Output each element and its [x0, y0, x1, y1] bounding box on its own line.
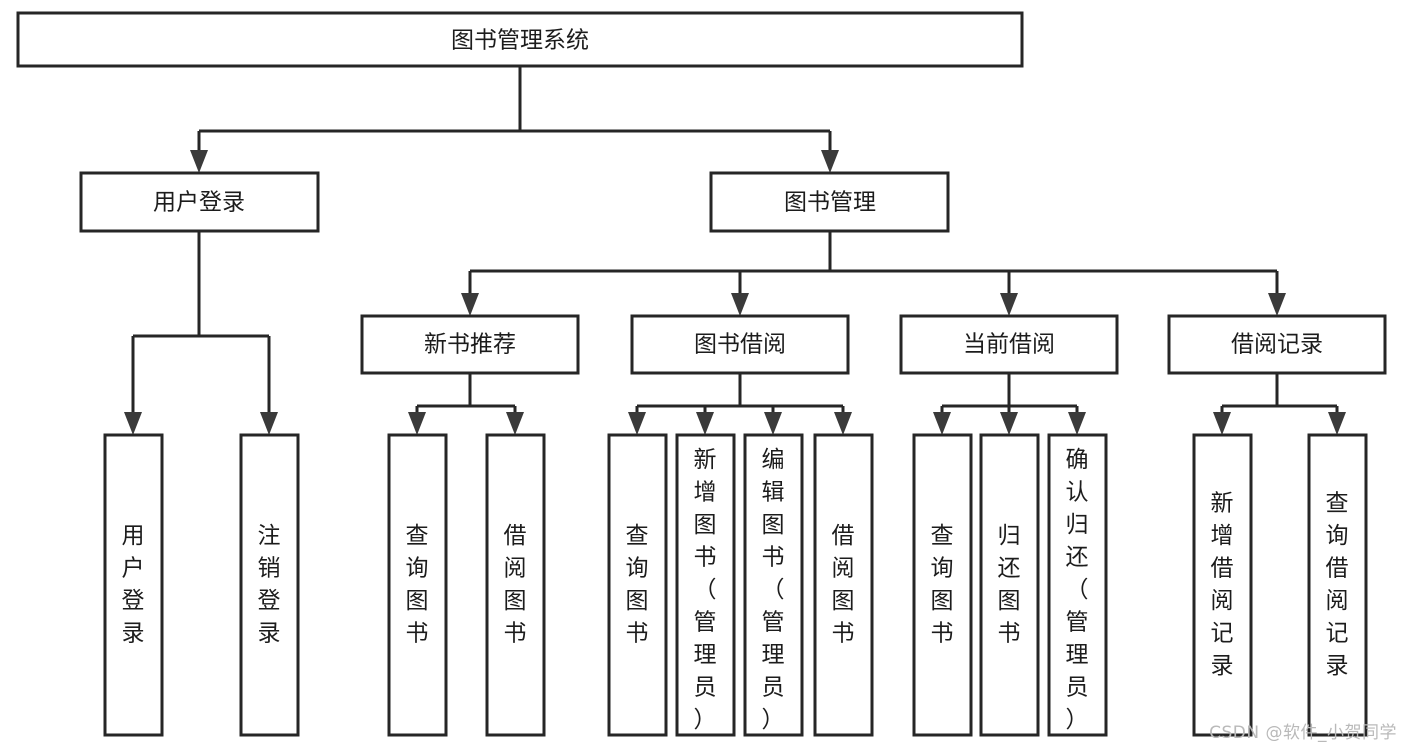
node-current-borrow-label: 当前借阅	[963, 332, 1055, 358]
node-root[interactable]: 图书管理系统	[16, 11, 1024, 68]
arrow-head-icon	[834, 412, 852, 435]
leaf-nodes: 用户登录 注销登录 查询图书 借阅图书 查询图书 新增图书（管理员）	[103, 433, 1368, 737]
node-leaf-return-book-box[interactable]	[979, 433, 1040, 737]
arrow-head-icon	[628, 412, 646, 435]
node-user-login-label: 用户登录	[153, 190, 245, 216]
node-leaf-borrow-book-1-label: 借阅图书	[504, 523, 527, 647]
node-leaf-borrow-book-2-label: 借阅图书	[832, 523, 855, 647]
node-borrow-record-label: 借阅记录	[1231, 332, 1323, 358]
node-leaf-query-book-1-box[interactable]	[387, 433, 448, 737]
node-root-box[interactable]	[16, 11, 1024, 68]
node-leaf-return-book[interactable]: 归还图书	[979, 433, 1040, 737]
node-leaf-edit-book-label: 编辑图书（管理员）	[762, 447, 785, 733]
node-book-manage-label: 图书管理	[784, 190, 876, 216]
node-new-book-recommend[interactable]: 新书推荐	[360, 314, 580, 375]
node-leaf-query-record[interactable]: 查询借阅记录	[1307, 433, 1368, 737]
node-leaf-user-login-label: 用户登录	[122, 523, 145, 647]
node-new-book-recommend-box[interactable]	[360, 314, 580, 375]
node-leaf-add-record-box[interactable]	[1192, 433, 1253, 737]
node-leaf-edit-book[interactable]: 编辑图书（管理员）	[743, 433, 804, 737]
csdn-watermark: CSDN @软件_小贺同学	[1209, 723, 1397, 743]
node-borrow-record-box[interactable]	[1167, 314, 1387, 375]
arrow-head-icon	[1213, 412, 1231, 435]
node-leaf-query-book-3-box[interactable]	[912, 433, 973, 737]
node-leaf-borrow-book-1-box[interactable]	[485, 433, 546, 737]
node-leaf-add-book-label: 新增图书（管理员）	[694, 447, 717, 733]
arrow-head-icon	[1068, 412, 1086, 435]
node-leaf-confirm-return[interactable]: 确认归还（管理员）	[1047, 433, 1108, 737]
arrow-head-icon	[124, 412, 142, 435]
arrow-head-icon	[731, 293, 749, 316]
arrow-head-icon	[696, 412, 714, 435]
node-book-manage[interactable]: 图书管理	[709, 171, 950, 233]
arrow-head-icon	[461, 293, 479, 316]
node-leaf-query-book-2[interactable]: 查询图书	[607, 433, 668, 737]
arrow-head-icon	[1268, 293, 1286, 316]
node-book-manage-box[interactable]	[709, 171, 950, 233]
node-leaf-confirm-return-box[interactable]	[1047, 433, 1108, 737]
arrow-head-icon	[260, 412, 278, 435]
node-leaf-logout-login-box[interactable]	[239, 433, 300, 737]
node-leaf-add-book-box[interactable]	[675, 433, 736, 737]
node-leaf-add-book[interactable]: 新增图书（管理员）	[675, 433, 736, 737]
node-leaf-add-record-label: 新增借阅记录	[1211, 490, 1234, 679]
node-current-borrow-box[interactable]	[899, 314, 1119, 375]
node-leaf-borrow-book-2[interactable]: 借阅图书	[813, 433, 874, 737]
arrow-head-icon	[190, 150, 208, 173]
node-root-label: 图书管理系统	[451, 28, 589, 54]
node-borrow-record[interactable]: 借阅记录	[1167, 314, 1387, 375]
connectors	[131, 66, 1339, 412]
node-leaf-return-book-label: 归还图书	[998, 523, 1021, 647]
node-leaf-query-record-label: 查询借阅记录	[1326, 490, 1349, 679]
node-leaf-query-book-3[interactable]: 查询图书	[912, 433, 973, 737]
node-leaf-logout-login[interactable]: 注销登录	[239, 433, 300, 737]
node-user-login[interactable]: 用户登录	[79, 171, 320, 233]
node-leaf-query-book-1[interactable]: 查询图书	[387, 433, 448, 737]
node-leaf-user-login-box[interactable]	[103, 433, 164, 737]
node-new-book-recommend-label: 新书推荐	[424, 332, 516, 358]
arrow-heads	[124, 150, 1346, 435]
node-leaf-logout-login-label: 注销登录	[258, 523, 281, 647]
arrow-head-icon	[506, 412, 524, 435]
arrow-head-icon	[1000, 412, 1018, 435]
node-leaf-user-login[interactable]: 用户登录	[103, 433, 164, 737]
node-leaf-borrow-book-1[interactable]: 借阅图书	[485, 433, 546, 737]
node-leaf-query-record-box[interactable]	[1307, 433, 1368, 737]
node-leaf-confirm-return-label: 确认归还（管理员）	[1066, 447, 1089, 733]
node-leaf-query-book-2-box[interactable]	[607, 433, 668, 737]
arrow-head-icon	[1000, 293, 1018, 316]
node-leaf-add-record[interactable]: 新增借阅记录	[1192, 433, 1253, 737]
node-leaf-borrow-book-2-box[interactable]	[813, 433, 874, 737]
node-leaf-query-book-1-label: 查询图书	[406, 523, 429, 647]
node-leaf-edit-book-box[interactable]	[743, 433, 804, 737]
arrow-head-icon	[821, 150, 839, 173]
node-leaf-query-book-3-label: 查询图书	[931, 523, 954, 647]
node-user-login-box[interactable]	[79, 171, 320, 233]
arrow-head-icon	[1328, 412, 1346, 435]
node-book-borrow[interactable]: 图书借阅	[630, 314, 850, 375]
arrow-head-icon	[764, 412, 782, 435]
arrow-head-icon	[408, 412, 426, 435]
node-leaf-query-book-2-label: 查询图书	[626, 523, 649, 647]
arrow-head-icon	[933, 412, 951, 435]
node-current-borrow[interactable]: 当前借阅	[899, 314, 1119, 375]
node-book-borrow-box[interactable]	[630, 314, 850, 375]
node-book-borrow-label: 图书借阅	[694, 332, 786, 358]
